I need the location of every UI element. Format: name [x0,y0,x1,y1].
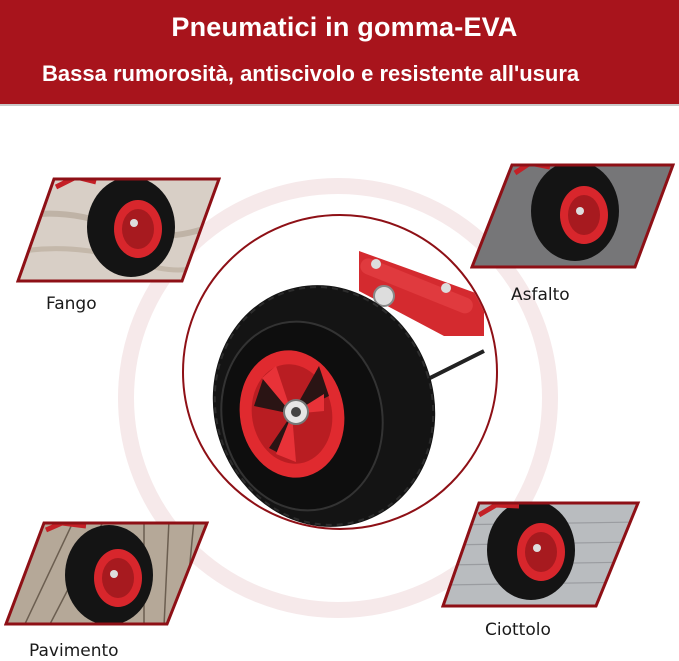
banner-title: Pneumatici in gomma-EVA [171,12,518,42]
surface-label-asfalto: Asfalto [511,285,570,305]
wheel-on-wood-floor [4,521,209,626]
banner-subtitle: Bassa rumorosità, antiscivolo e resisten… [42,61,580,86]
header-banner: Pneumatici in gomma-EVA Bassa rumorosità… [0,0,679,104]
surface-label-pavimento: Pavimento [29,641,119,661]
surface-panel-fango [16,177,221,283]
surface-panel-asfalto [470,163,675,269]
wheel-closeup-icon [212,251,485,527]
surface-panel-ciottolo [441,500,641,608]
wheel-on-cobblestone [441,501,641,608]
surface-panel-pavimento [4,520,209,626]
wheel-on-mud [16,177,221,283]
center-wheel-image [182,214,498,530]
surface-label-fango: Fango [46,294,97,314]
wheel-on-asphalt [470,163,675,269]
surface-label-ciottolo: Ciottolo [485,620,551,640]
divider [0,104,679,106]
